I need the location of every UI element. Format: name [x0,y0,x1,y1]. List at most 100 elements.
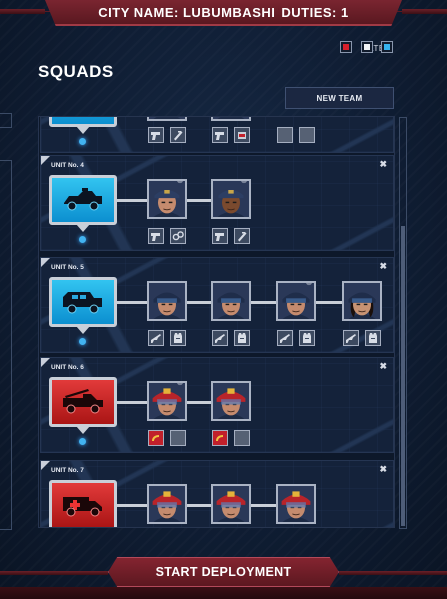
filter-red-toggle[interactable] [340,41,352,53]
vest-icon [238,333,246,343]
scrollbar-thumb[interactable] [401,226,405,526]
scrollbar-track[interactable] [399,117,407,529]
hose-icon [214,432,226,444]
fire-truck-icon [60,387,106,417]
equipment-slot[interactable] [170,127,186,143]
unit-label: UNIT No. 7 [51,467,84,474]
police-car-icon [60,116,106,117]
member-connector [316,301,342,304]
equipment-slot[interactable] [212,430,228,446]
squad-card[interactable]: UNIT No. 6 ✖ ︾ [40,357,394,453]
rank-chevron-icon: ︾ [176,384,183,390]
equipment-slot[interactable] [148,127,164,143]
member-portrait[interactable] [147,281,187,321]
vehicle-pointer [76,426,90,434]
empty-equipment-slot[interactable] [234,430,250,446]
vest-icon [369,333,377,343]
page-title: SQUADS [38,62,114,81]
member-connector [187,504,211,507]
vest-icon [174,333,182,343]
squad-list[interactable]: ✖UNIT No. 4✖︾︾UNIT No. 5✖︾UNIT No. 6✖︾UN… [38,116,395,528]
member-portrait[interactable] [147,117,187,121]
equipment-slot[interactable] [148,330,164,346]
equipment-slot[interactable] [212,330,228,346]
member-connector [187,301,211,304]
header-bar: CITY NAME: LUBUMBASHI DUTIES: 1 [45,0,402,26]
member-connector [251,504,276,507]
pistol-icon [151,233,160,241]
squad-card[interactable]: UNIT No. 5 ✖ ︾ [40,257,394,353]
city-name: CITY NAME: LUBUMBASHI [98,4,276,20]
footer-bar [0,587,447,599]
card-fold-corner [41,258,50,267]
status-dot-icon [79,338,86,345]
member-portrait[interactable] [276,484,316,524]
unit-label: UNIT No. 6 [51,364,84,371]
left-frame [0,160,12,530]
vehicle-slot[interactable] [49,277,117,327]
member-portrait[interactable] [342,281,382,321]
siren-icon [238,132,246,139]
member-portrait[interactable] [147,484,187,524]
equipment-slot[interactable] [277,330,293,346]
start-deployment-button[interactable]: START DEPLOYMENT [108,557,339,587]
equipment-slot[interactable] [170,330,186,346]
member-portrait[interactable] [211,117,251,121]
card-fold-corner [41,156,50,165]
close-icon[interactable]: ✖ [379,464,387,474]
equipment-slot[interactable] [365,330,381,346]
filter-white-toggle[interactable] [361,41,373,53]
pistol-icon [215,233,224,241]
pistol-icon [151,132,160,140]
squad-card[interactable]: UNIT No. 7 ✖ [40,460,394,527]
empty-equipment-slot[interactable] [170,430,186,446]
squad-card[interactable]: ✖ [40,116,394,153]
member-portrait[interactable] [211,281,251,321]
squad-card[interactable]: UNIT No. 4 ✖ ︾ ︾ [40,155,394,251]
left-frame-top [0,113,12,128]
member-portrait[interactable]: ︾ [276,281,316,321]
vehicle-slot[interactable] [49,377,117,427]
armored-van-icon [60,287,106,317]
empty-equipment-slot[interactable] [277,127,293,143]
empty-equipment-slot[interactable] [299,127,315,143]
member-portrait[interactable]: ︾ [211,179,251,219]
close-icon[interactable]: ✖ [379,261,387,271]
rifle-icon [280,334,290,343]
member-portrait[interactable] [211,484,251,524]
filter-label: FILTER [361,44,391,53]
equipment-slot[interactable] [299,330,315,346]
filter-blue-toggle[interactable] [381,41,393,53]
member-portrait[interactable] [211,381,251,421]
card-fold-corner [41,461,50,470]
member-connector [117,504,147,507]
equipment-slot[interactable] [343,330,359,346]
equipment-slot[interactable] [212,127,228,143]
vehicle-pointer [76,126,90,134]
footer-right-rail [339,571,447,575]
vehicle-slot[interactable] [49,480,117,527]
equipment-slot[interactable] [148,430,164,446]
hose-icon [150,432,162,444]
close-icon[interactable]: ✖ [379,159,387,169]
close-icon[interactable]: ✖ [379,361,387,371]
new-team-button[interactable]: NEW TEAM [285,87,394,109]
baton-icon [238,232,247,242]
unit-label: UNIT No. 4 [51,162,84,169]
unit-label: UNIT No. 5 [51,264,84,271]
equipment-slot[interactable] [234,127,250,143]
member-portrait[interactable]: ︾ [147,179,187,219]
vehicle-pointer [76,326,90,334]
equipment-slot[interactable] [234,330,250,346]
equipment-slot[interactable] [234,228,250,244]
vehicle-slot[interactable] [49,175,117,225]
filter-blue-swatch [384,44,390,50]
equipment-slot[interactable] [148,228,164,244]
equipment-slot[interactable] [170,228,186,244]
member-portrait[interactable]: ︾ [147,381,187,421]
equipment-slot[interactable] [212,228,228,244]
vehicle-slot[interactable] [49,116,117,127]
status-dot-icon [79,438,86,445]
member-connector [187,401,211,404]
